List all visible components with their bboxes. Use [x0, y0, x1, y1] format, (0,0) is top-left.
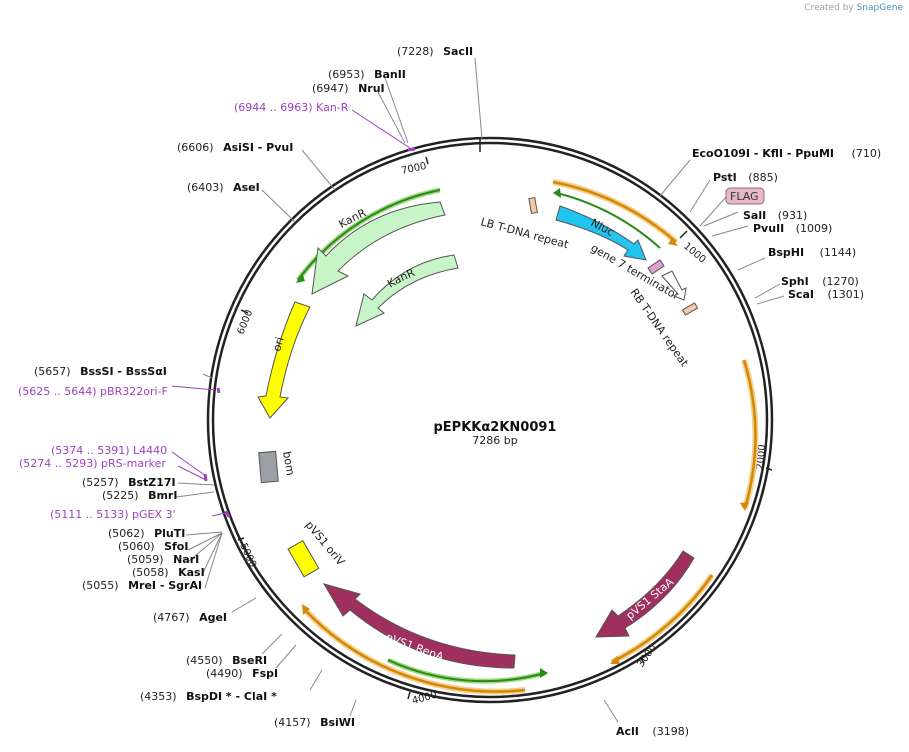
nluc-feature[interactable]	[555, 205, 647, 261]
kanr-inner-feature[interactable]	[355, 254, 459, 327]
tick-mark-5000	[237, 537, 245, 541]
backbone-outer-strand	[206, 136, 774, 704]
bom-label: bom	[280, 450, 297, 476]
enzyme-site-label[interactable]: (4767) AgeI	[153, 611, 227, 624]
orange-feature-line-bottom-right	[611, 574, 714, 664]
green-feature-line-bottom	[387, 659, 546, 683]
green-feature-line-top-right	[556, 192, 661, 249]
tick-label-7000: 7000	[400, 161, 427, 177]
green-feature-line-top-left	[297, 189, 441, 281]
enzyme-site-label[interactable]: (4353) BspDI * - ClaI *	[140, 690, 277, 703]
snapgene-credit: Created by SnapGene	[804, 3, 903, 13]
enzyme-site-label[interactable]: (5055) MreI - SgrAI	[82, 579, 202, 592]
enzyme-site-label[interactable]: PstI (885)	[713, 171, 778, 184]
tick-label-5000: 5000	[237, 542, 258, 570]
orange-arrowhead-right	[740, 502, 749, 511]
tick-mark-7000	[425, 156, 429, 165]
plasmid-name: pEPKKα2KN0091	[434, 420, 557, 435]
tick-mark-4000	[407, 691, 411, 700]
enzyme-site-label[interactable]: ScaI (1301)	[788, 288, 864, 301]
orange-arrowhead-top-right	[668, 238, 678, 246]
orange-feature-line-bottom	[304, 609, 526, 693]
enzyme-site-label[interactable]: (7228) SacII	[397, 45, 473, 58]
snapgene-logo: SnapGene	[856, 3, 903, 13]
green-arrowhead-bottom	[540, 668, 548, 678]
enzyme-site-label[interactable]: (6606) AsiSI - PvuI	[177, 141, 293, 154]
enzyme-site-label[interactable]: (5225) BmrI	[102, 489, 177, 502]
enzyme-site-label[interactable]: PvuII (1009)	[753, 222, 832, 235]
flag-tag-label: FLAG	[730, 190, 759, 203]
enzyme-site-label[interactable]: (4157) BsiWI	[274, 716, 355, 729]
flag-leader	[699, 196, 727, 227]
primer-label[interactable]: (5625 .. 5644) pBR322ori-F	[18, 385, 168, 398]
tick-mark-3000	[639, 656, 645, 664]
enzyme-site-label[interactable]: (6403) AseI	[187, 181, 260, 194]
tick-mark-1000	[679, 230, 688, 239]
gene7-terminator-feature[interactable]	[647, 259, 665, 275]
orange-feature-line-right	[742, 359, 757, 509]
enzyme-site-label[interactable]: BspHI (1144)	[768, 246, 856, 259]
primer-leaders	[171, 109, 411, 517]
credit-prefix: Created by	[804, 3, 854, 13]
pvs1-staa-feature[interactable]	[595, 550, 695, 638]
kanr-outer-feature[interactable]	[311, 201, 446, 295]
white-arrow-feature[interactable]	[661, 270, 687, 301]
green-arrowhead-top-right	[553, 188, 561, 198]
backbone-inner-strand	[211, 141, 769, 699]
enzyme-site-label[interactable]: (5060) SfoI	[118, 540, 188, 553]
ori-label: ori	[270, 336, 286, 353]
enzyme-site-label[interactable]: (6947) NruI	[312, 82, 385, 95]
tick-label-2000: 2000	[755, 444, 768, 470]
enzyme-site-label[interactable]: EcoO109I - KflI - PpuMI (710)	[692, 147, 881, 160]
tick-mark-6000	[240, 309, 249, 314]
enzyme-site-label[interactable]: (5062) PluTI	[108, 527, 185, 540]
enzyme-site-label[interactable]: (4550) BseRI	[186, 654, 267, 667]
enzyme-labels-right: EcoO109I - KflI - PpuMI (710) PstI (885)…	[616, 147, 881, 738]
tick-mark-2000	[765, 467, 773, 471]
primer-label[interactable]: (6944 .. 6963) Kan-R	[234, 101, 349, 114]
primer-label[interactable]: (5111 .. 5133) pGEX 3'	[50, 508, 176, 521]
pvs1-repa-feature[interactable]	[322, 583, 516, 669]
enzyme-site-label[interactable]: (6953) BanII	[328, 68, 406, 81]
rb-tdna-repeat-feature[interactable]	[681, 302, 699, 316]
primer-marks	[203, 147, 416, 518]
tick-label-6000: 6000	[236, 308, 256, 336]
primer-label[interactable]: (5274 .. 5293) pRS-marker	[19, 457, 166, 470]
flag-tag[interactable]	[725, 187, 765, 205]
pvs1-oriv-feature[interactable]	[287, 539, 320, 578]
enzyme-site-label[interactable]: SalI (931)	[743, 209, 807, 222]
enzyme-site-label[interactable]: (5657) BssSI - BssSαI	[34, 365, 167, 378]
orange-arrowhead-bottom	[302, 604, 310, 615]
primer-labels: (6944 .. 6963) Kan-R (5625 .. 5644) pBR3…	[18, 101, 349, 521]
enzyme-site-label[interactable]: AclI (3198)	[616, 725, 689, 738]
enzyme-site-label[interactable]: (5058) KasI	[132, 566, 205, 579]
green-arrowhead-top-left	[296, 273, 305, 283]
enzyme-site-label[interactable]: (5059) NarI	[127, 553, 199, 566]
orange-feature-line-top-right	[552, 180, 677, 243]
enzyme-site-label[interactable]: (5257) BstZ17I	[82, 476, 176, 489]
bom-feature[interactable]	[258, 450, 279, 484]
plasmid-length: 7286 bp	[472, 434, 517, 447]
enzyme-labels-left: (7228) SacII (6953) BanII (6947) NruI (6…	[34, 45, 473, 729]
orange-arrowhead-bottom-right	[610, 656, 620, 664]
lb-tdna-repeat-feature[interactable]	[528, 197, 538, 214]
enzyme-leaders	[175, 57, 785, 723]
enzyme-site-label[interactable]: (4490) FspI	[206, 667, 278, 680]
enzyme-site-label[interactable]: SphI (1270)	[781, 275, 859, 288]
primer-label[interactable]: (5374 .. 5391) L4440	[51, 444, 167, 457]
ori-feature[interactable]	[257, 301, 311, 419]
pvs1-staa-label: pVS1 StaA	[624, 575, 677, 622]
